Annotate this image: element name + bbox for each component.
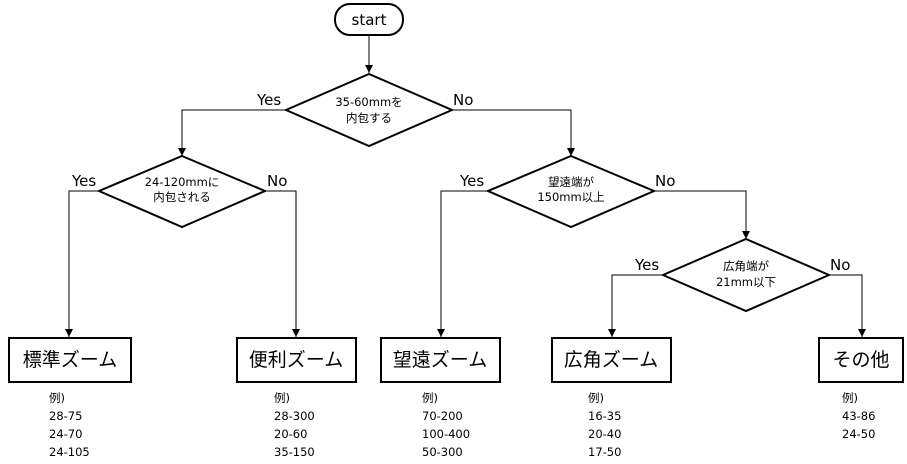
example-item: 43-86: [842, 409, 875, 423]
example-title: 例): [49, 391, 65, 405]
decision-1-line2: 内包する: [346, 111, 392, 125]
examples-other: 例) 43-86 24-50: [842, 391, 875, 441]
example-item: 17-50: [588, 445, 621, 459]
decision-3-yes-label: Yes: [459, 172, 484, 190]
decision-3-line1: 望遠端が: [548, 175, 594, 189]
decision-2-no-label: No: [267, 172, 287, 190]
decision-contains-35-60: 35-60mmを 内包する: [283, 72, 455, 148]
connector-d3-no: [654, 190, 750, 239]
decision-2-yes-label: Yes: [71, 172, 96, 190]
connector-d1-yes: [178, 109, 286, 156]
decision-4-yes-label: Yes: [634, 256, 659, 274]
example-item: 35-150: [274, 445, 315, 459]
connector-d2-yes: [65, 190, 99, 337]
example-item: 28-75: [49, 409, 82, 423]
decision-2-line1: 24-120mmに: [145, 175, 220, 189]
example-item: 16-35: [588, 409, 621, 423]
result-convenient-zoom-label: 便利ズーム: [249, 349, 343, 371]
connector-d3-yes: [437, 190, 488, 337]
example-item: 24-70: [49, 427, 82, 441]
decision-2-line2: 内包される: [153, 190, 211, 204]
decision-wide-21: 広角端が 21mm以下: [660, 237, 832, 313]
connector-d4-yes: [608, 274, 663, 337]
example-item: 20-40: [588, 427, 621, 441]
decision-4-no-label: No: [830, 256, 850, 274]
example-item: 24-105: [49, 445, 90, 459]
result-other: その他: [818, 337, 904, 383]
examples-telephoto-zoom: 例) 70-200 100-400 50-300: [422, 391, 470, 459]
decision-3-no-label: No: [655, 172, 675, 190]
result-convenient-zoom: 便利ズーム: [236, 337, 357, 383]
example-title: 例): [842, 391, 858, 405]
example-item: 24-50: [842, 427, 875, 441]
example-item: 50-300: [422, 445, 463, 459]
result-wide-zoom-label: 広角ズーム: [564, 349, 658, 371]
examples-convenient-zoom: 例) 28-300 20-60 35-150: [274, 391, 315, 459]
start-label: start: [352, 11, 387, 29]
result-standard-zoom: 標準ズーム: [8, 337, 132, 383]
examples-standard-zoom: 例) 28-75 24-70 24-105: [49, 391, 90, 459]
decision-1-no-label: No: [453, 91, 473, 109]
result-telephoto-zoom-label: 望遠ズーム: [393, 349, 487, 371]
connector-d2-no: [265, 190, 300, 337]
example-title: 例): [588, 391, 604, 405]
example-title: 例): [274, 391, 290, 405]
connector-d1-no: [452, 109, 575, 156]
result-telephoto-zoom: 望遠ズーム: [380, 337, 501, 383]
result-other-label: その他: [832, 349, 889, 371]
example-item: 28-300: [274, 409, 315, 423]
example-title: 例): [422, 391, 438, 405]
example-item: 20-60: [274, 427, 307, 441]
example-item: 100-400: [422, 427, 470, 441]
example-item: 70-200: [422, 409, 463, 423]
result-standard-zoom-label: 標準ズーム: [23, 349, 117, 371]
start-node: start: [334, 3, 404, 36]
decision-1-yes-label: Yes: [256, 91, 281, 109]
decision-within-24-120: 24-120mmに 内包される: [96, 154, 268, 229]
result-wide-zoom: 広角ズーム: [551, 337, 672, 383]
decision-tele-150: 望遠端が 150mm以上: [485, 154, 657, 229]
decision-1-line1: 35-60mmを: [335, 95, 402, 109]
connector-d4-no: [829, 274, 866, 337]
decision-4-line2: 21mm以下: [716, 275, 776, 289]
decision-4-line1: 広角端が: [723, 259, 769, 273]
examples-wide-zoom: 例) 16-35 20-40 17-50: [588, 391, 621, 459]
decision-3-line2: 150mm以上: [537, 190, 604, 204]
